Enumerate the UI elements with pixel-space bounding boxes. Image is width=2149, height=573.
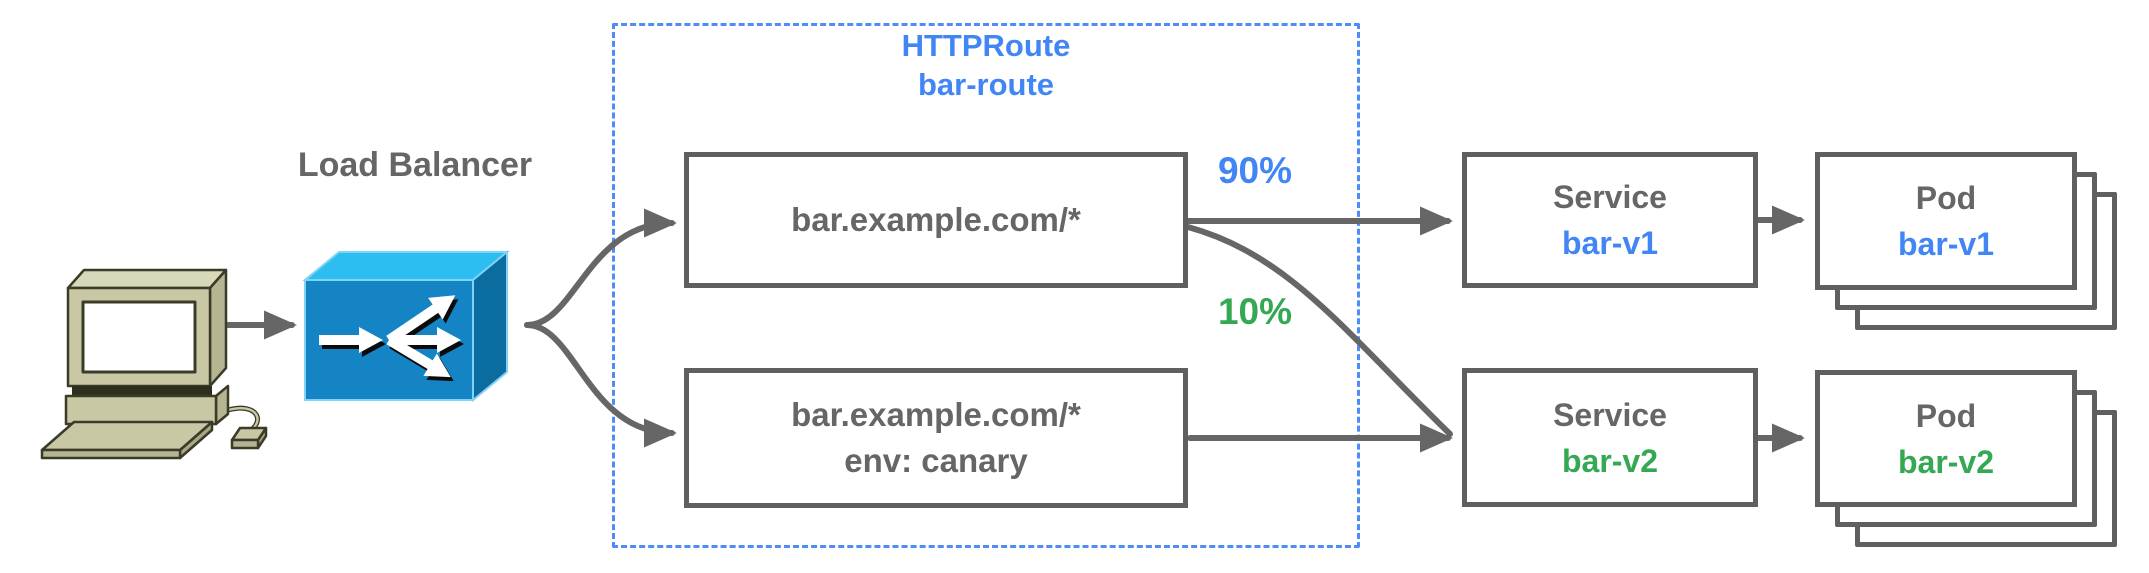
pod-name-label: bar-v2: [1897, 443, 1995, 480]
pod-bar-v2-box: Pod bar-v2: [1815, 370, 2077, 507]
weight-primary-label: 90%: [1217, 150, 1293, 191]
service-kind-label: Service: [1553, 179, 1667, 215]
service-name-label: bar-v1: [1561, 225, 1659, 261]
service-bar-v2-box: Service bar-v2: [1462, 368, 1758, 507]
lb-to-primary-route-arrow: [524, 208, 677, 328]
load-balancer-label: Load Balancer: [297, 146, 533, 184]
httproute-name-label: bar-route: [917, 67, 1055, 102]
service-name-label: bar-v2: [1561, 442, 1659, 479]
load-balancer-box-icon: [302, 249, 510, 403]
route-rule-primary-box: bar.example.com/*: [684, 152, 1188, 288]
pod-bar-v1-box: Pod bar-v1: [1815, 152, 2077, 290]
httproute-title: HTTPRoute bar-route: [836, 26, 1136, 104]
httproute-boundary: [612, 23, 1360, 548]
lb-to-canary-route-arrow: [524, 322, 677, 448]
route-match-label: env: canary: [844, 442, 1028, 479]
pod-name-label: bar-v1: [1897, 226, 1995, 262]
pod-kind-label: Pod: [1915, 180, 1977, 216]
service-bar-v1-box: Service bar-v1: [1462, 152, 1758, 288]
pod-kind-label: Pod: [1915, 397, 1977, 434]
desktop-computer-icon: [40, 268, 268, 460]
httproute-kind-label: HTTPRoute: [901, 28, 1071, 63]
route-host-label: bar.example.com/*: [791, 201, 1081, 238]
route-host-label: bar.example.com/*: [791, 396, 1081, 433]
weight-canary-label: 10%: [1217, 291, 1293, 332]
service-kind-label: Service: [1553, 396, 1667, 433]
primary-route-to-service-v2-curve: [1185, 224, 1453, 437]
arrows-group: [219, 205, 1805, 453]
route-rule-canary-box: bar.example.com/* env: canary: [684, 368, 1188, 508]
